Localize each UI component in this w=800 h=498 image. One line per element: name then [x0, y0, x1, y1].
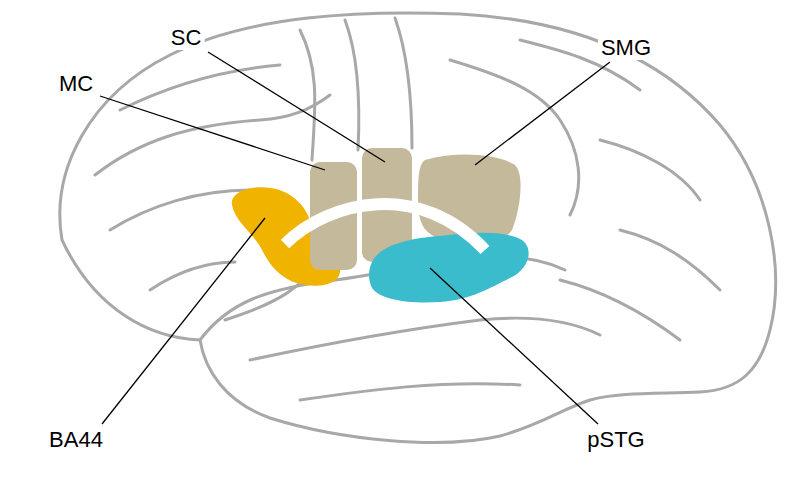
region-label: pSTG	[584, 428, 647, 452]
sulcus	[345, 20, 359, 150]
sulcus	[300, 30, 315, 160]
leader-line	[208, 52, 385, 162]
leader-line	[102, 218, 265, 424]
leader-line	[475, 62, 610, 165]
sulcus	[620, 230, 720, 290]
sulcus	[150, 262, 235, 290]
leader-line	[100, 96, 325, 170]
leader-line	[430, 268, 598, 424]
region-label: BA44	[46, 428, 106, 452]
sulcus	[250, 318, 600, 360]
sulcus	[95, 95, 330, 175]
brain-outline	[60, 13, 776, 443]
region-label: SC	[168, 26, 205, 50]
pstg-region	[369, 233, 529, 303]
sulcus	[300, 384, 520, 400]
sulcus	[395, 18, 412, 148]
region-label: SMG	[598, 36, 654, 60]
region-label: MC	[56, 72, 96, 96]
sulcus	[120, 65, 280, 110]
sulcus	[110, 190, 250, 230]
sulcus	[600, 140, 700, 200]
arcuate-fasciculus	[285, 204, 485, 250]
sulcus	[560, 280, 680, 340]
